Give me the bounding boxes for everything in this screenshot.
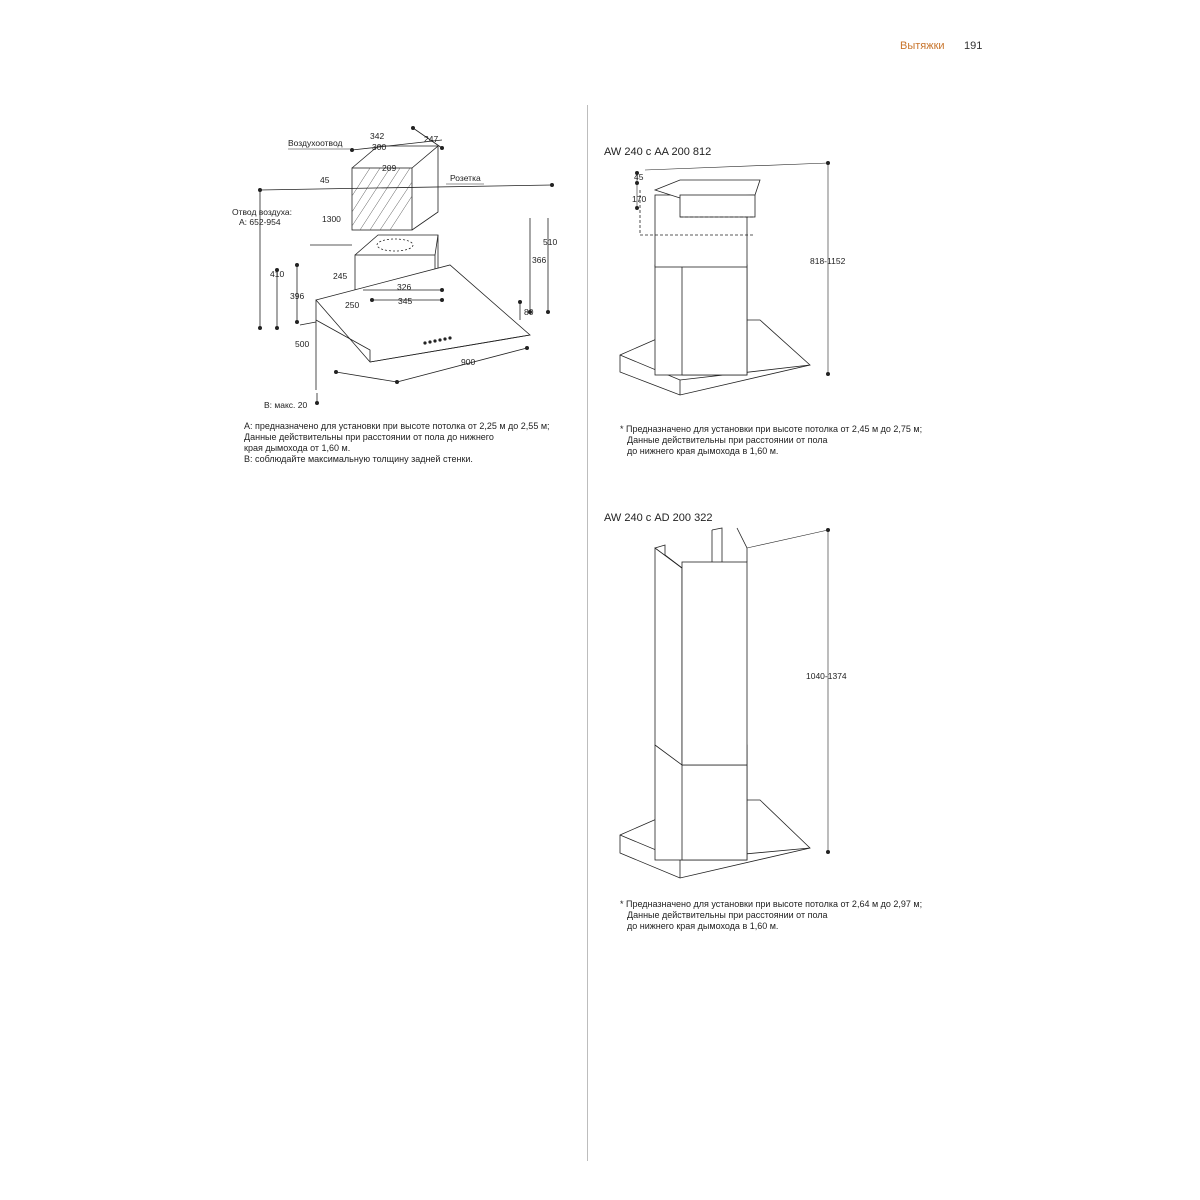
dim-height: 818-1152 <box>810 256 846 266</box>
dim-326: 326 <box>397 282 411 292</box>
bottom-notes: * Предназначено для установки при высоте… <box>620 899 922 932</box>
bottom-note-line: * Предназначено для установки при высоте… <box>620 899 923 909</box>
dim-510: 510 <box>543 237 557 247</box>
column-divider <box>587 105 588 1161</box>
dim-1300: 1300 <box>322 214 341 224</box>
label-exhaust-title: Отвод воздуха: <box>232 207 292 217</box>
top-notes: * Предназначено для установки при высоте… <box>620 424 922 457</box>
label-socket: Розетка <box>450 173 481 183</box>
left-note-line: А: предназначено для установки при высот… <box>244 421 550 431</box>
label-exhaust-range: А: 652-954 <box>239 217 281 227</box>
dim-209: 209 <box>382 163 396 173</box>
dim-342: 342 <box>370 131 384 141</box>
label-duct: Воздухоотвод <box>288 138 342 148</box>
bottom-hood-diagram: 1040-1374 <box>619 527 847 879</box>
top-note-line: Данные действительны при расстоянии от п… <box>627 435 828 445</box>
dim-45: 45 <box>634 172 644 182</box>
dim-900: 900 <box>461 357 475 367</box>
dim-396: 396 <box>290 291 304 301</box>
left-notes: А: предназначено для установки при высот… <box>244 421 550 465</box>
dim-250: 250 <box>345 300 359 310</box>
left-note-line: края дымохода от 1,60 м. <box>244 443 351 453</box>
section-title: Вытяжки <box>900 40 945 52</box>
dim-345: 345 <box>398 296 412 306</box>
bottom-diagram-title: AW 240 с AD 200 322 <box>604 512 713 524</box>
dim-366: 366 <box>532 255 546 265</box>
left-hood-diagram: Воздухоотвод Розетка Отвод воздуха: А: 6… <box>232 126 557 410</box>
dim-170: 170 <box>632 194 646 204</box>
dim-245: 245 <box>333 271 347 281</box>
top-note-line: * Предназначено для установки при высоте… <box>620 424 923 434</box>
top-hood-diagram: 45 170 818-1152 <box>619 161 846 396</box>
bottom-note-line: до нижнего края дымохода в 1,60 м. <box>627 921 779 931</box>
top-diagram-title: AW 240 с AA 200 812 <box>604 146 712 158</box>
dim-45: 45 <box>320 175 330 185</box>
label-back-wall: B: макс. 20 <box>264 400 307 410</box>
left-note-line: B: соблюдайте максимальную толщину задне… <box>244 454 473 464</box>
left-note-line: Данные действительны при расстоянии от п… <box>244 432 494 442</box>
dim-500: 500 <box>295 339 309 349</box>
dim-410: 410 <box>270 269 284 279</box>
bottom-note-line: Данные действительны при расстоянии от п… <box>627 910 828 920</box>
dim-height: 1040-1374 <box>806 671 847 681</box>
dim-80: 80 <box>524 307 534 317</box>
page-number: 191 <box>964 40 983 52</box>
dim-300: 300 <box>372 142 386 152</box>
top-note-line: до нижнего края дымохода в 1,60 м. <box>627 446 779 456</box>
dim-247: 247 <box>424 134 438 144</box>
